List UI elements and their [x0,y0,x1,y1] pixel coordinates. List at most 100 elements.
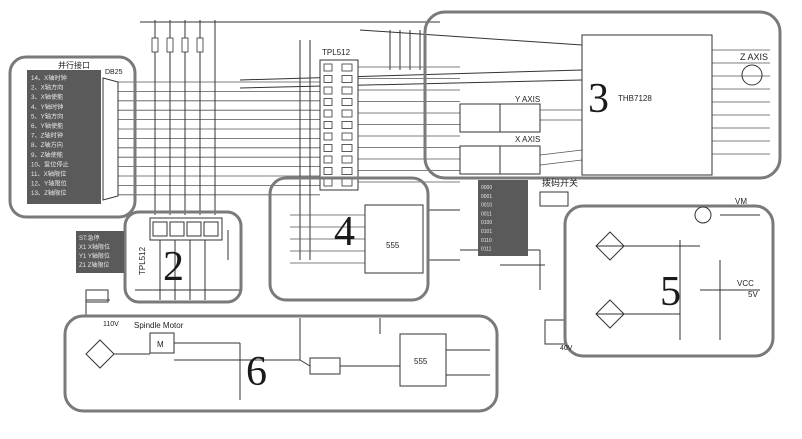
dip-legend-item: 0101 [481,229,492,235]
power-transistor [694,206,712,224]
optocoupler-led [323,121,333,129]
block-2-number: 3 [588,76,609,122]
optocoupler-transistor [341,155,353,164]
mains-transformer [85,289,109,303]
wire [299,359,311,367]
connector-pin-label: 14、X轴时钟 [31,74,67,82]
vm-label: VM [735,197,747,206]
dip-switch-label: 拨码开关 [542,177,578,188]
x-axis-label: X AXIS [515,135,540,144]
optocoupler-led [323,98,333,106]
dip-legend-item: 0100 [481,220,492,226]
y-axis-driver-chip [459,103,501,133]
transformer [544,319,566,345]
connector-pin-label: 6、Y轴使能 [31,122,63,130]
connector-pin-label: 7、Z轴时钟 [31,132,63,140]
bridge-rectifier-2 [595,299,625,329]
spindle-motor-label: Spindle Motor [134,321,184,330]
x-axis-driver-chip [459,145,501,175]
resistor [151,37,159,53]
resistor [181,37,189,53]
wire [359,29,583,46]
tpl512-left-label: TPL512 [138,246,147,275]
tpl512-top-optocoupler: TPL512 [319,48,359,191]
optocoupler-led [323,167,333,175]
wiring [85,20,770,400]
optocoupler-transistor [341,98,353,106]
connector-pin-label: 9、Z轴使能 [31,151,63,159]
limit-legend-item: ST:急停 [79,234,100,242]
555-label-6: 555 [414,357,428,366]
connector-pin-label: 13、Z轴限位 [31,189,66,197]
dip-legend-item: 0110 [481,238,492,244]
connector-pin-label: 11、X轴限位 [31,170,66,178]
block-4-timer-circuit: 555 4 [268,176,430,302]
optocoupler-transistor [341,144,353,152]
block-2-stepper-driver: THB7128 3 Z AXIS Y AXIS X AXIS [423,10,782,180]
block-3-limit-optocouplers: TPL512 2 [123,210,243,304]
40v-label: 40V [560,345,573,352]
block-6-number: 6 [246,349,267,395]
wire [539,159,583,166]
connector-pin-label: 8、Z轴方向 [31,141,63,149]
optocoupler-led [323,132,333,141]
wire [239,79,583,89]
y-axis-label: Y AXIS [515,95,540,104]
optocoupler-led [323,109,333,118]
555-timer-chip-4 [364,204,424,274]
thb7128-chip [581,34,713,176]
connector-pin-label: 4、Y轴时钟 [31,103,63,111]
z-axis-label: Z AXIS [740,52,768,62]
dip-switch [539,191,569,207]
555-timer-chip-6 [399,333,447,387]
dip-legend-item: 0001 [481,194,492,200]
optocoupler-led [323,63,333,72]
optocoupler-transistor [341,86,353,95]
wire [239,69,583,81]
parallel-port-connector: 并行接口 DB25 14、X轴时钟2、X轴方向3、X轴使能4、Y轴时钟5、Y轴方… [8,55,137,219]
bridge-rectifier-1 [595,231,625,261]
block-6-spindle-control: Spindle Motor M 110V 555 6 [63,314,499,413]
vcc-label: VCC [737,279,754,288]
connector-pin-label: 10、复位停止 [31,160,69,168]
connector-pin-label: 2、X轴方向 [31,84,63,92]
dip-legend-item: 0000 [481,185,492,191]
optocoupler-led [323,75,333,83]
connector-pin-label: 5、Y轴方向 [31,112,63,120]
connector-part-label: DB25 [105,69,123,76]
spindle-optocoupler [309,357,341,375]
optocoupler-transistor [341,132,353,141]
optocoupler-transistor [341,75,353,83]
connector-pin-label: 3、X轴使能 [31,93,63,101]
limit-legend-item: Y1 Y轴限位 [79,252,110,260]
optocoupler-led [323,86,333,95]
wire [539,149,583,156]
block-3-number: 2 [163,244,184,290]
connector-pin-panel [27,70,101,204]
optocoupler-led [323,144,333,152]
optocoupler-transistor [341,121,353,129]
motor-m-label: M [157,340,164,349]
z-motor-coil [741,64,763,86]
connector-pin-label: 12、Y轴限位 [31,180,67,188]
limit-legend-item: Z1 Z轴限位 [79,261,109,269]
block-4-number: 4 [334,209,355,255]
dip-legend-item: 0011 [481,211,492,217]
optocoupler-led [323,155,333,164]
thb7128-label: THB7128 [618,94,652,103]
limit-legend-item: X1 X轴限位 [79,243,110,251]
dip-legend-item: 0111 [481,247,492,253]
dip-legend-item: 0010 [481,203,492,209]
resistor [196,37,204,53]
block-5-power-supply: 5 VM VCC 5V 40V [560,197,775,358]
tpl512-top-label: TPL512 [322,48,351,57]
dip-legend: 0000 0001 0010 0011 0100 0101 0110 0111 拨码开关 [478,177,578,256]
spindle-bridge-rectifier [85,339,115,369]
optocoupler-transistor [341,63,353,72]
optocoupler-transistor [341,167,353,175]
optocoupler-transistor [341,109,353,118]
110v-label: 110V [103,321,119,328]
